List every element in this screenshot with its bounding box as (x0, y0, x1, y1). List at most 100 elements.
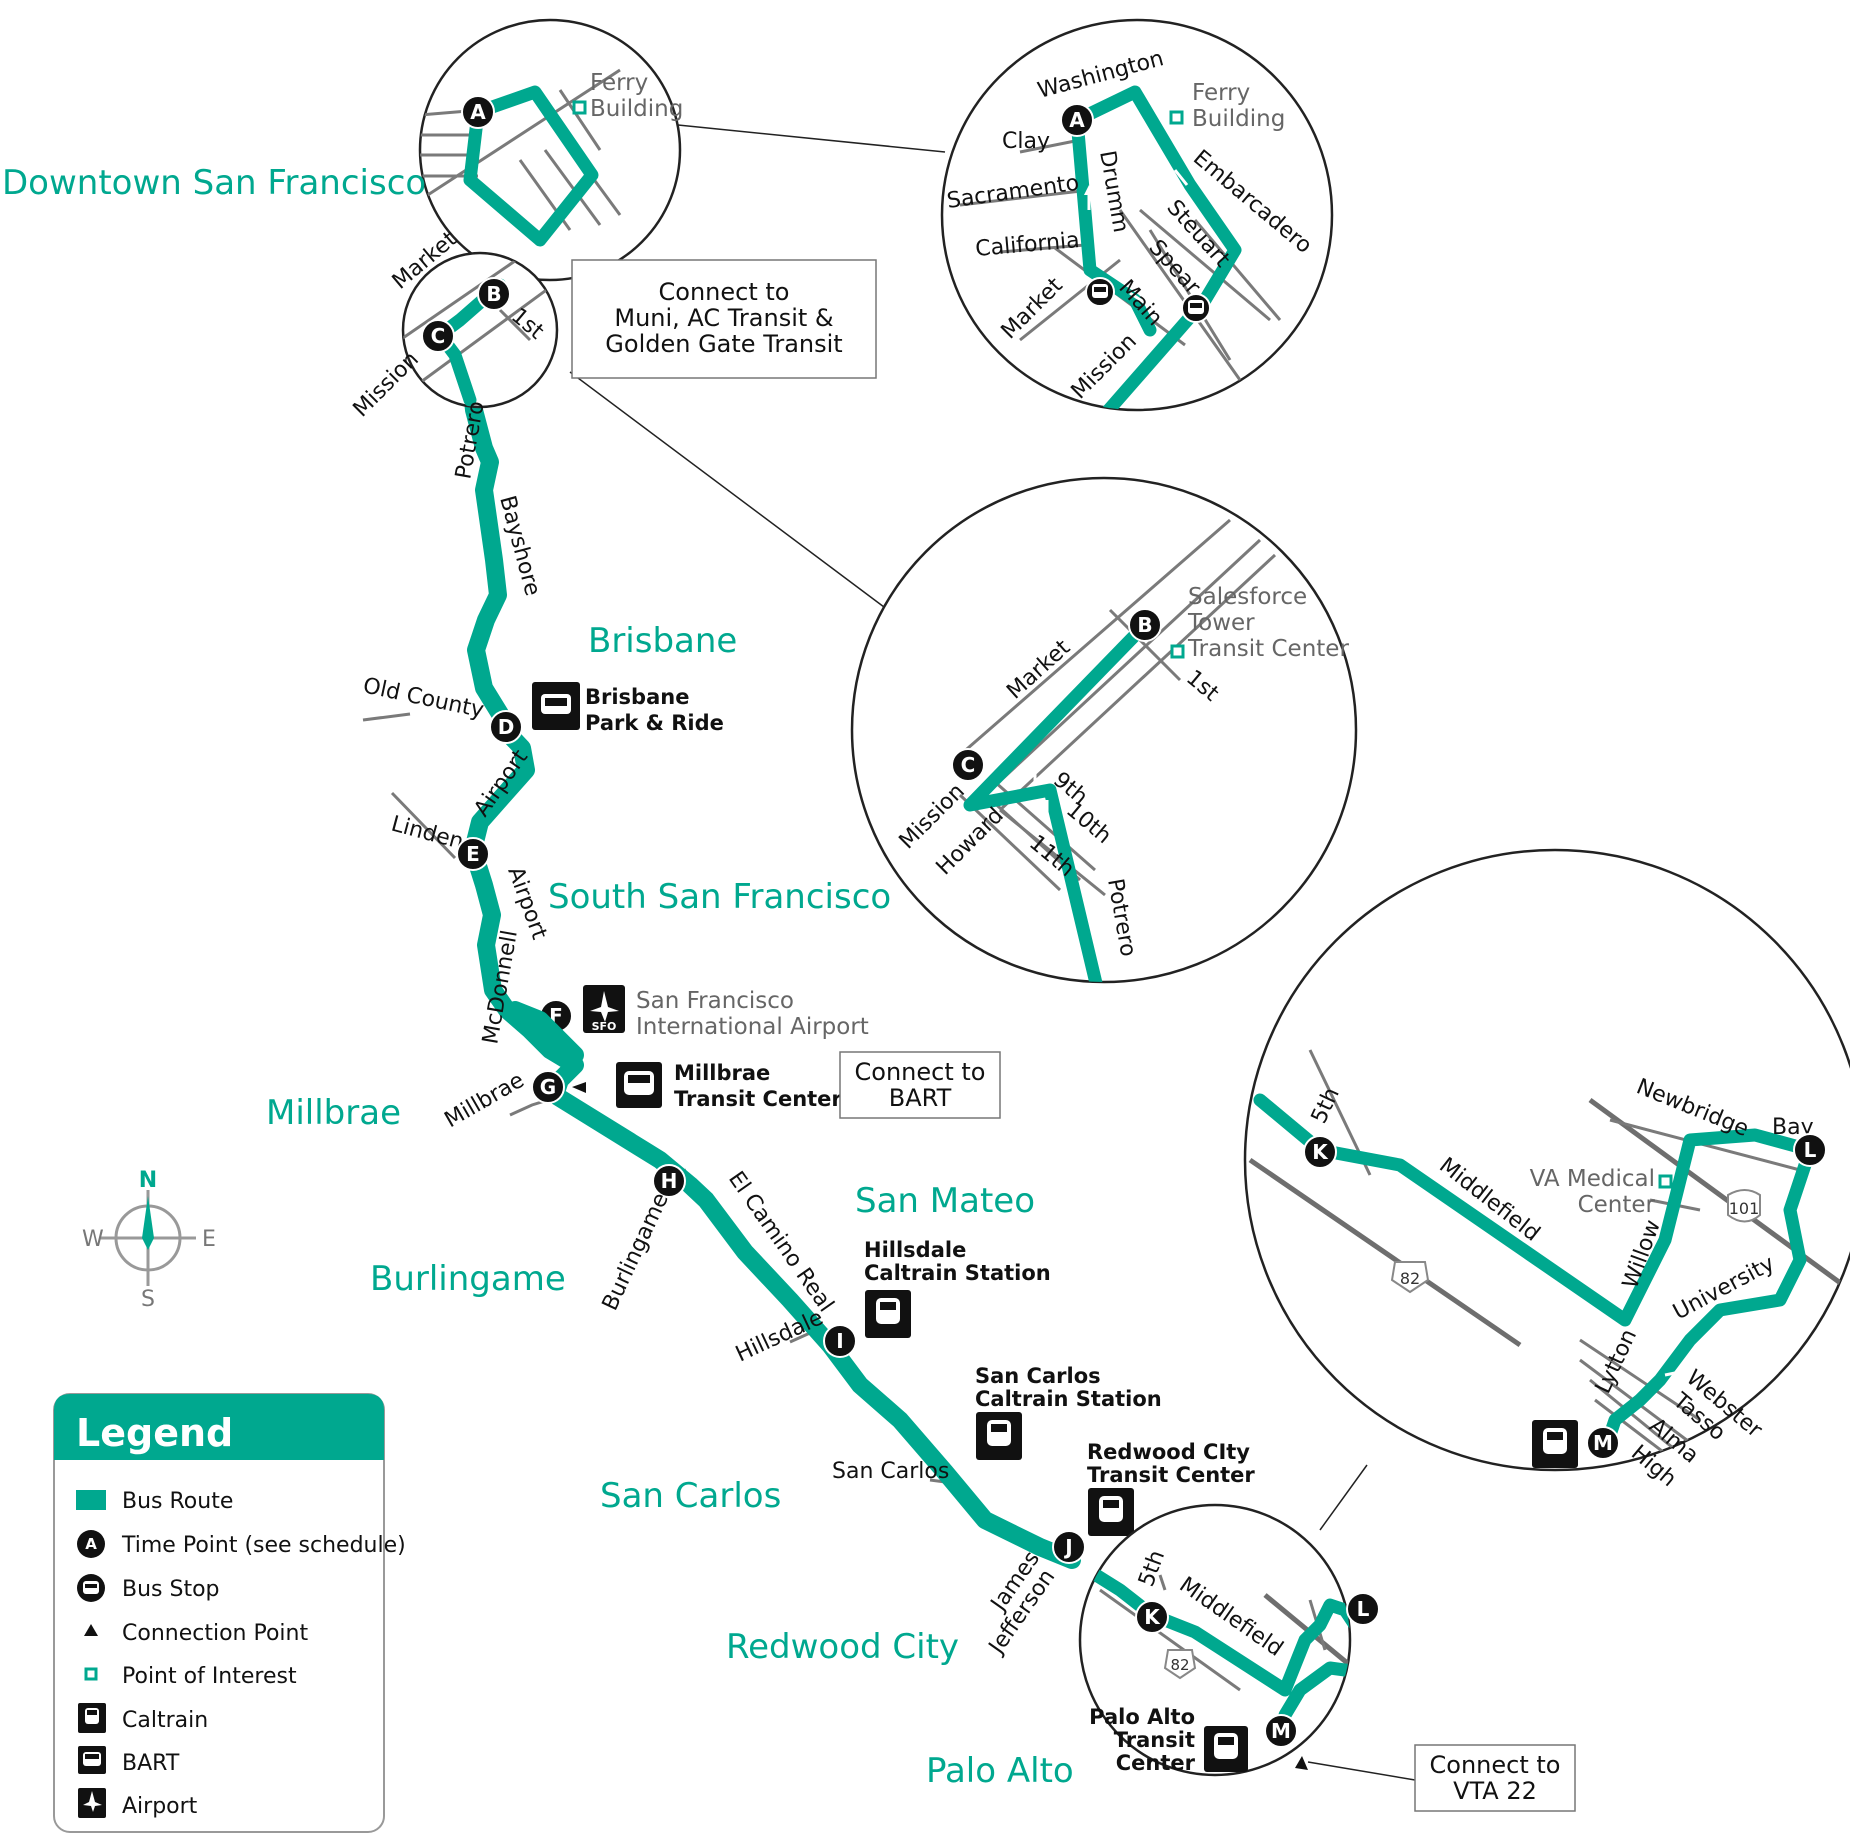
svg-text:K: K (1144, 1605, 1161, 1629)
city-label-south-sf: South San Francisco (548, 877, 891, 917)
svg-text:C: C (431, 324, 446, 348)
svg-text:Time Point (see schedule): Time Point (see schedule) (121, 1533, 406, 1558)
time-point-l: L (1346, 1592, 1380, 1626)
svg-text:Building: Building (1192, 106, 1285, 132)
svg-text:B: B (486, 282, 501, 306)
svg-text:San Francisco: San Francisco (636, 988, 794, 1014)
svg-text:San Carlos: San Carlos (975, 1364, 1101, 1388)
legend-title: Legend (76, 1411, 233, 1455)
sfo-airport: SFO San Francisco International Airport (583, 985, 869, 1040)
svg-text:Bus Stop: Bus Stop (122, 1577, 220, 1602)
time-point-a: A (461, 95, 495, 129)
svg-text:Center: Center (1578, 1192, 1656, 1218)
connection-text: Connect to (855, 1058, 986, 1086)
street-label: Old County (361, 673, 486, 723)
san-carlos-caltrain: San Carlos Caltrain Station (975, 1364, 1162, 1460)
svg-text:E: E (202, 1227, 216, 1252)
svg-text:Transit Center: Transit Center (674, 1087, 842, 1111)
time-point-b: B (477, 277, 511, 311)
highway-101-shield: 101 (1727, 1189, 1761, 1223)
north-arrow-icon (142, 1196, 154, 1250)
connection-box-bart (839, 1051, 1001, 1119)
hillsdale-caltrain: Hillsdale Caltrain Station (864, 1238, 1051, 1338)
legend: Legend Bus Route A Time Point (see sched… (53, 1393, 406, 1833)
svg-text:Transit: Transit (1114, 1728, 1195, 1752)
city-label-redwood-city: Redwood City (726, 1627, 959, 1667)
svg-text:Palo Alto: Palo Alto (1089, 1705, 1195, 1729)
svg-text:L: L (1804, 1138, 1817, 1162)
svg-text:Salesforce: Salesforce (1188, 584, 1307, 610)
connection-leader (1307, 1761, 1416, 1781)
time-point-c: C (951, 748, 985, 782)
svg-text:BART: BART (122, 1751, 180, 1776)
street-label: Millbrae (441, 1068, 529, 1133)
svg-text:Hillsdale: Hillsdale (864, 1238, 966, 1262)
connection-box-vta (1414, 1744, 1576, 1812)
svg-text:Caltrain Station: Caltrain Station (975, 1387, 1162, 1411)
svg-text:Transit Center: Transit Center (1087, 1463, 1255, 1487)
bus-route-icon (76, 1490, 106, 1510)
caltrain-icon (78, 1703, 106, 1733)
bart-icon (78, 1746, 106, 1774)
city-label-millbrae: Millbrae (266, 1093, 401, 1133)
svg-text:101: 101 (1729, 1199, 1760, 1218)
bus-stop-icon (1181, 293, 1211, 323)
inset-palo-alto-small: 5th K Middlefield L 82 M Palo Alto Trans… (1078, 1503, 1380, 1777)
svg-text:Clay: Clay (1002, 129, 1050, 154)
svg-text:Bus Route: Bus Route (122, 1489, 233, 1514)
svg-text:Brisbane: Brisbane (585, 685, 689, 709)
svg-text:I: I (836, 1329, 843, 1353)
svg-text:Tower: Tower (1187, 610, 1255, 636)
connection-text: Golden Gate Transit (605, 330, 842, 358)
poi-ferry-label: Building (590, 96, 683, 122)
connection-point-icon (572, 1082, 586, 1093)
svg-text:SFO: SFO (592, 1020, 617, 1033)
svg-text:G: G (540, 1075, 556, 1099)
city-label-downtown-sf: Downtown San Francisco (2, 163, 426, 203)
street-label: Linden (388, 812, 466, 855)
svg-text:Millbrae: Millbrae (674, 1061, 770, 1085)
svg-text:Caltrain: Caltrain (122, 1708, 208, 1733)
street-label: Mission (349, 347, 424, 422)
airport-icon (78, 1788, 106, 1818)
svg-text:VA Medical: VA Medical (1530, 1166, 1655, 1192)
svg-text:Center: Center (1116, 1751, 1196, 1775)
svg-text:82: 82 (1400, 1269, 1420, 1288)
svg-text:H: H (661, 1169, 678, 1193)
connection-point-icon (1295, 1756, 1308, 1770)
city-label-palo-alto: Palo Alto (926, 1751, 1074, 1791)
svg-text:Redwood CIty: Redwood CIty (1087, 1440, 1250, 1464)
inset-downtown-detail: Washington Ferry Building Clay A Drumm E… (940, 18, 1334, 412)
svg-text:J: J (1063, 1535, 1072, 1559)
time-point-icon: A (77, 1530, 105, 1558)
inset-palo-alto-detail: 5th K Middlefield Newbridge Bay L VA Med… (1243, 848, 1850, 1492)
street-label: San Carlos (832, 1459, 949, 1484)
time-point-e: E (456, 837, 490, 871)
connection-text: Connect to (1430, 1751, 1561, 1779)
point-of-interest-icon (1169, 110, 1184, 125)
svg-text:M: M (1593, 1431, 1613, 1455)
svg-text:D: D (498, 715, 515, 739)
time-point-l: L (1793, 1133, 1827, 1167)
time-point-c: C (421, 319, 455, 353)
svg-text:Park & Ride: Park & Ride (585, 711, 724, 735)
connection-text: Connect to (659, 278, 790, 306)
time-point-m: M (1586, 1426, 1620, 1460)
inset-salesforce-detail: Salesforce Tower Transit Center B Market… (850, 476, 1358, 984)
highway-82-shield: 82 (1163, 1649, 1197, 1680)
svg-text:W: W (82, 1227, 104, 1252)
city-label-san-mateo: San Mateo (855, 1181, 1035, 1221)
svg-text:A: A (470, 100, 486, 124)
caltrain-icon (1532, 1420, 1578, 1468)
connection-text: BART (889, 1084, 952, 1112)
time-point-j: J (1052, 1530, 1086, 1564)
svg-text:Ferry: Ferry (1192, 80, 1250, 106)
point-of-interest-icon (84, 1667, 98, 1681)
svg-text:82: 82 (1170, 1656, 1189, 1674)
connection-text: VTA 22 (1453, 1777, 1537, 1805)
redwood-city-transit-center: Redwood CIty Transit Center (1087, 1440, 1255, 1536)
svg-text:L: L (1357, 1597, 1370, 1621)
svg-text:A: A (1069, 108, 1085, 132)
city-label-brisbane: Brisbane (588, 621, 737, 661)
